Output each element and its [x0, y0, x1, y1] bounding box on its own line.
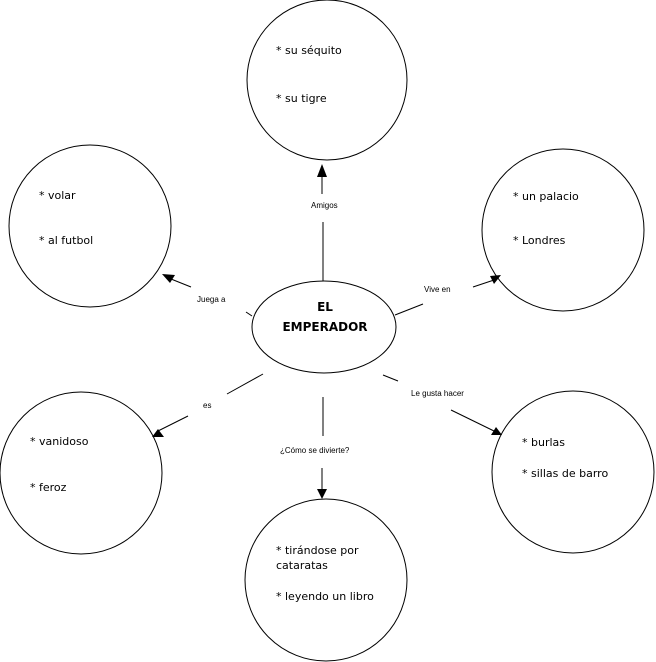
arrowhead-left-top-icon [162, 274, 175, 283]
link-label-bottom: ¿Cómo se divierte? [280, 446, 350, 455]
link-right-top-line-lower [394, 303, 424, 316]
center-title-line-1: EL [317, 300, 333, 314]
link-right-bottom-line-upper [382, 374, 399, 382]
center-node-ellipse [251, 280, 397, 374]
arrowhead-left-bottom-icon [152, 429, 164, 437]
node-left-bottom-circle [0, 391, 163, 555]
node-left-top-item: * al futbol [39, 234, 94, 247]
node-right-top-item: * un palacio [513, 190, 579, 203]
link-left-bottom-line-upper [226, 373, 264, 395]
center-title-line-2: EMPERADOR [282, 320, 368, 334]
node-left-bottom-item: * feroz [30, 481, 67, 494]
node-left-top-item: * volar [39, 189, 76, 202]
node-right-top-circle [481, 148, 645, 312]
link-left-bottom-line-lower [157, 415, 189, 432]
link-label-right-bottom: Le gusta hacer [411, 389, 464, 398]
arrowhead-right-top-icon [490, 275, 501, 284]
node-right-top-item: * Londres [513, 234, 566, 247]
link-left-top-line [170, 278, 192, 288]
link-label-right-top: Vive en [424, 285, 451, 294]
link-right-bottom-line-lower [450, 409, 495, 432]
node-bottom-item: * tirándose por [276, 544, 359, 557]
node-right-bottom-item: * burlas [522, 436, 566, 449]
node-right-bottom-item: * sillas de barro [522, 467, 609, 480]
node-left-bottom-item: * vanidoso [30, 435, 89, 448]
arrowhead-top-icon [317, 164, 327, 177]
node-left-top-circle [8, 144, 172, 308]
arrowhead-right-bottom-icon [491, 427, 502, 435]
link-label-left-bottom: es [203, 401, 212, 410]
arrowhead-bottom-icon [317, 489, 327, 499]
link-label-top: Amigos [311, 201, 338, 210]
link-right-top-line-upper [472, 279, 495, 288]
node-bottom-item: cataratas [276, 559, 328, 572]
link-label-left-top: Juega a [197, 295, 226, 304]
node-top-item: * su séquito [276, 44, 342, 57]
node-bottom-item: * leyendo un libro [276, 590, 374, 603]
node-top-item: * su tigre [276, 92, 327, 105]
node-bottom-circle [244, 498, 408, 662]
link-left-top-line-lower [245, 311, 253, 317]
center-node-title: EL EMPERADOR [253, 297, 397, 337]
node-right-bottom-circle [491, 390, 655, 554]
node-top-circle [246, 0, 408, 161]
